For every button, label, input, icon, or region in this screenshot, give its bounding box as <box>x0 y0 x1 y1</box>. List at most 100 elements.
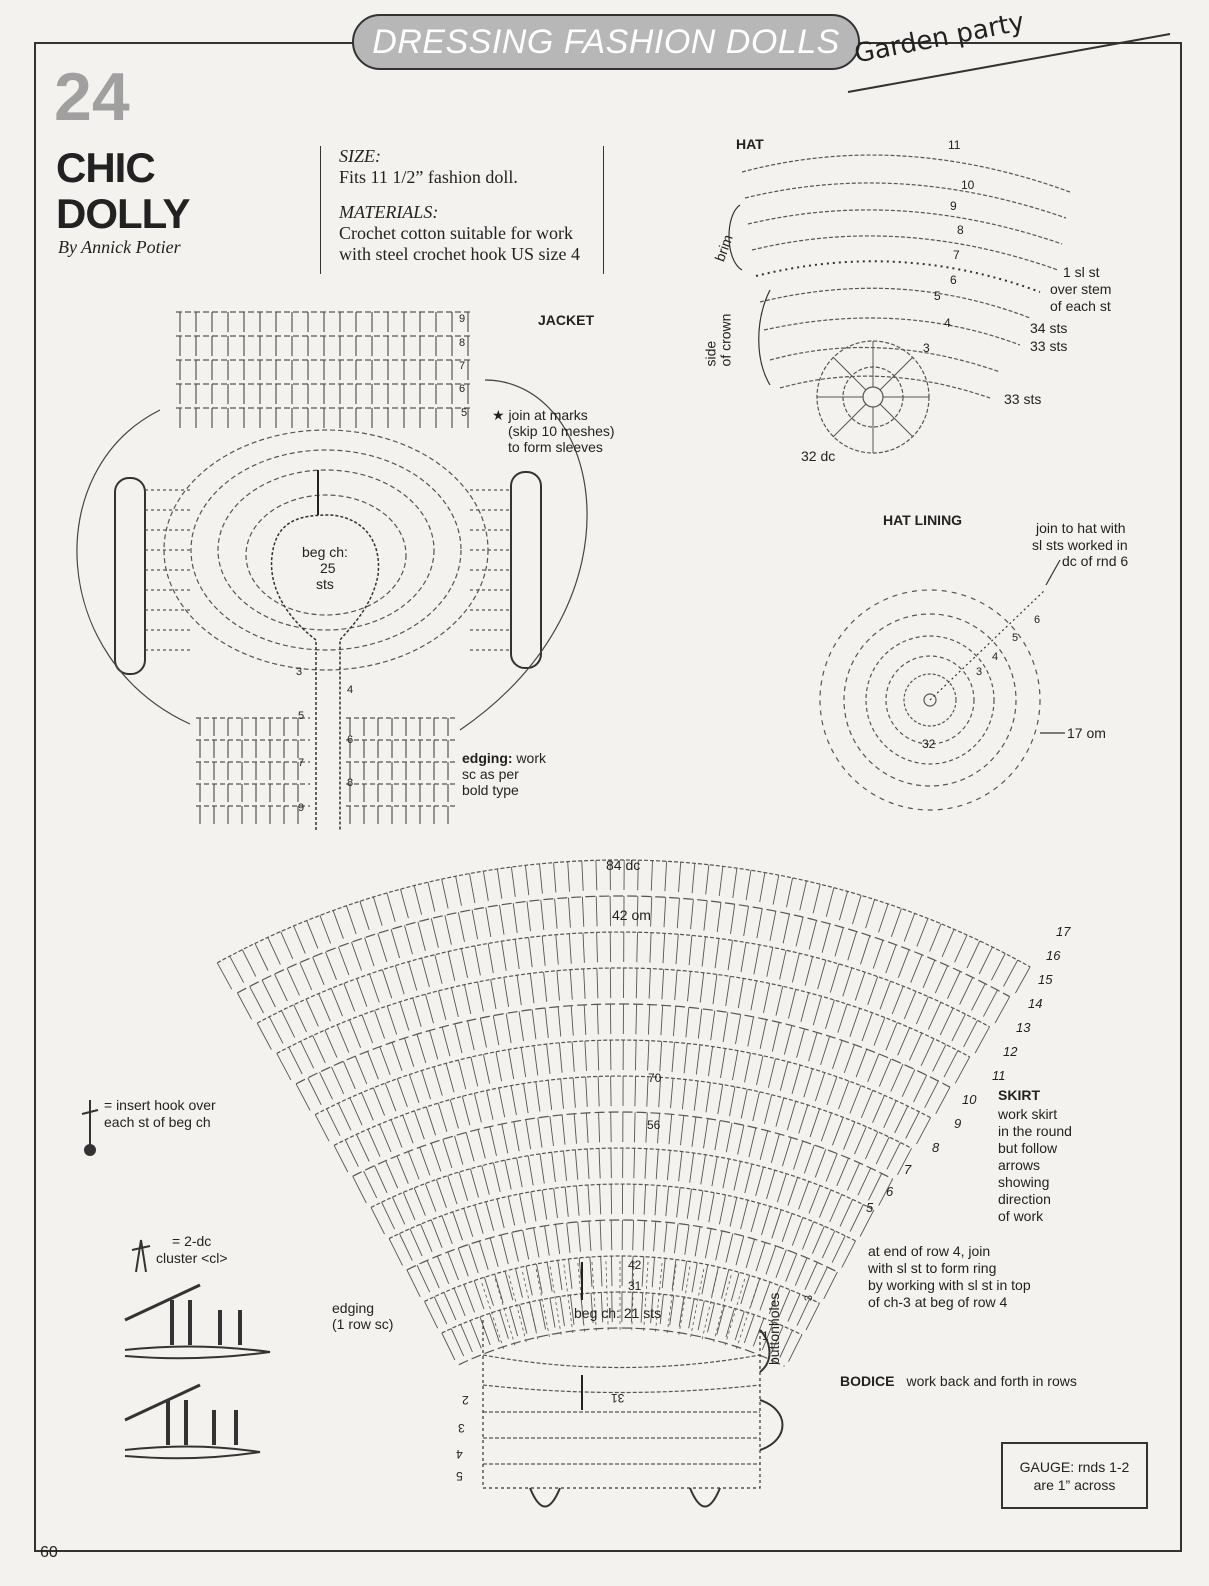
skirt-stitch <box>377 933 388 963</box>
skirt-stitch <box>861 1012 873 1042</box>
skirt-stitch <box>897 1148 912 1176</box>
skirt-stitch <box>890 1063 904 1092</box>
skirt-stitch <box>707 1046 714 1077</box>
skirt-stitch <box>885 944 897 974</box>
skirt-stitch <box>436 1255 450 1284</box>
skirt-stitch <box>849 1085 862 1114</box>
lining-pointer <box>1045 559 1061 586</box>
skirt-stitch <box>254 943 269 971</box>
skirt-stitch <box>745 870 752 900</box>
skirt-stitch <box>732 868 738 898</box>
skirt-stitch <box>367 1129 381 1157</box>
skirt-stitch <box>385 1160 399 1189</box>
skirt-stitch <box>529 973 535 1004</box>
skirt-stitch <box>794 1257 808 1286</box>
skirt-stitch <box>569 1294 575 1325</box>
skirt-stitch <box>499 905 505 935</box>
jacket-row-4: 4 <box>347 684 354 696</box>
bodice-diagram <box>482 1262 784 1508</box>
skirt-stitch <box>540 899 545 930</box>
skirt-stitch <box>841 1240 856 1268</box>
skirt-stitch <box>929 923 942 952</box>
skirt-stitch <box>823 1271 838 1300</box>
skirt-stitch <box>533 1227 540 1258</box>
skirt-stitch <box>831 1117 844 1146</box>
jacket-beg-ch-3: sts <box>316 576 334 592</box>
skirt-stitch <box>408 1074 420 1104</box>
skirt-stitch <box>430 918 439 948</box>
skirt-stitch <box>543 971 548 1002</box>
skirt-stitch <box>939 1007 954 1036</box>
skirt-stitch <box>523 1083 529 1114</box>
skirt-stitch <box>730 904 736 934</box>
skirt-stitch <box>857 1167 872 1196</box>
skirt-stitch <box>718 866 724 897</box>
skirt-join-3: by working with sl st in top <box>868 1277 1031 1293</box>
skirt-row-17: 17 <box>1056 924 1071 939</box>
skirt-stitch <box>644 1148 647 1179</box>
skirt-stitch <box>299 962 313 991</box>
skirt-stitch <box>449 1099 459 1129</box>
jacket-row-8b: 8 <box>347 777 354 789</box>
hat-34sts: 34 sts <box>1030 320 1068 336</box>
skirt-row-14: 14 <box>1028 996 1043 1011</box>
pattern-number: 24 <box>54 59 130 135</box>
skirt-join-1: at end of row 4, join <box>868 1243 991 1259</box>
skirt-stitch <box>496 868 503 899</box>
skirt-stitch <box>812 884 821 914</box>
skirt-stitch <box>756 1055 764 1086</box>
skirt-stitch <box>720 1048 726 1079</box>
skirt-stitch <box>356 978 368 1007</box>
skirt-stitch <box>733 1161 741 1191</box>
skirt-stitch <box>686 1188 692 1219</box>
skirt-stitch <box>934 965 949 994</box>
skirt-stitch <box>494 1273 504 1303</box>
skirt-stitch <box>306 920 319 949</box>
skirt-stitch <box>406 1269 421 1297</box>
edging-rest: work <box>512 750 546 766</box>
skirt-stitch <box>854 971 866 1001</box>
jacket-join-note-3: to form sleeves <box>508 439 603 455</box>
skirt-stitch <box>916 918 929 947</box>
skirt-stitch <box>867 1173 883 1201</box>
lining-rnd-5-label: 5 <box>1012 632 1019 644</box>
bodice-31: 31 <box>611 1391 625 1405</box>
insert-hook-bar <box>81 1109 99 1115</box>
skirt-stitch <box>610 1256 613 1287</box>
skirt-stitch <box>549 1298 556 1328</box>
jacket-row-9b: 9 <box>298 802 305 814</box>
skirt-stitch <box>544 1225 550 1256</box>
skirt-stitch <box>775 986 784 1016</box>
bodice-right-row-3: 3 <box>803 1294 816 1302</box>
skirt-title: SKIRT <box>998 1087 1040 1103</box>
lining-join-2: sl sts worked in <box>1032 537 1128 553</box>
skirt-stitch <box>314 1114 330 1142</box>
skirt-stitch <box>932 1044 947 1072</box>
skirt-stitch <box>492 1015 500 1046</box>
skirt-stitch <box>569 969 573 1000</box>
skirt-stitch <box>886 1142 901 1170</box>
skirt-stitch <box>460 1324 473 1353</box>
skirt-stitch <box>390 929 401 959</box>
skirt-stitch <box>566 1222 571 1253</box>
hat-rnd-4-label: 4 <box>944 316 951 330</box>
skirt-stitch <box>671 1259 677 1290</box>
skirt-note-4: arrows <box>998 1157 1041 1173</box>
skirt-stitch <box>701 936 706 967</box>
skirt-stitch <box>752 1091 760 1122</box>
skirt-stitch <box>655 1149 659 1180</box>
skirt-stitch <box>642 1220 646 1251</box>
skirt-stitch <box>994 996 1011 1024</box>
skirt-stitch <box>584 1040 587 1071</box>
skirt-stitch <box>636 896 639 927</box>
skirt-stitch <box>560 1078 564 1109</box>
skirt-stitch <box>561 1114 566 1145</box>
skirt-stitch <box>458 1171 469 1201</box>
jacket-row-8: 8 <box>459 337 466 349</box>
skirt-stitch <box>352 1176 367 1204</box>
skirt-stitch <box>546 1261 553 1292</box>
skirt-stitch <box>535 1081 541 1112</box>
skirt-stitch <box>553 862 557 893</box>
skirt-stitch <box>402 1192 416 1221</box>
